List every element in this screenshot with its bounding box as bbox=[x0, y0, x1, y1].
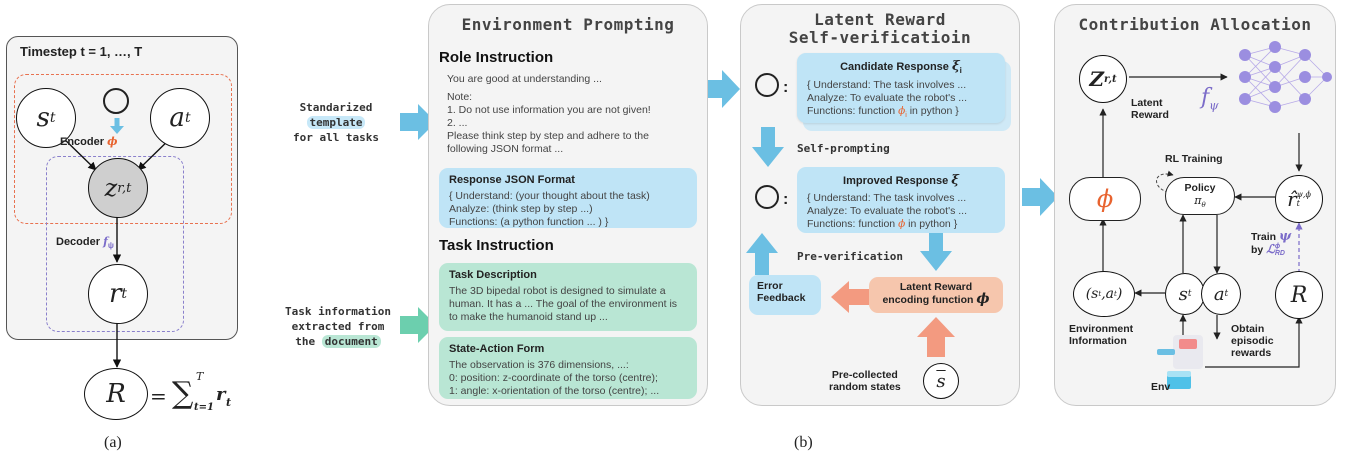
phi-node: ϕ bbox=[1069, 177, 1141, 221]
obtain-rewards-label: Obtain episodic rewards bbox=[1231, 323, 1274, 359]
role-note: Note: 1. Do not use information you are … bbox=[447, 91, 651, 155]
self-verification-panel: Latent Reward Self-verificatioin : Candi… bbox=[740, 4, 1020, 406]
pre-verification-arrows bbox=[746, 233, 955, 357]
improved-title: Improved Response ξ bbox=[843, 173, 959, 188]
state-action-title: State-Action Form bbox=[449, 343, 545, 355]
json-format-title: Response JSON Format bbox=[449, 174, 575, 186]
env-prompting-title: Environment Prompting bbox=[461, 15, 675, 34]
task-heading: Task Instruction bbox=[439, 237, 554, 254]
latent-reward-label: Latent Reward bbox=[1131, 97, 1169, 121]
error-feedback-box: Error Feedback bbox=[749, 275, 821, 315]
json-format-box: Response JSON Format { Understand: (your… bbox=[439, 168, 697, 228]
caption-b: (b) bbox=[794, 434, 813, 451]
decoder-region bbox=[46, 156, 184, 332]
colon-1: : bbox=[783, 79, 789, 96]
env-robot-icon bbox=[1157, 335, 1203, 389]
contribution-panel: Contribution Allocation bbox=[1054, 4, 1336, 406]
self-verification-title: Latent Reward Self-verificatioin bbox=[788, 10, 972, 47]
env-prompting-panel: Environment Prompting Role Instruction Y… bbox=[428, 4, 708, 406]
role-text: You are good at understanding ... bbox=[447, 73, 602, 85]
candidate-box: Candidate Response ξi { Understand: The … bbox=[797, 53, 1005, 123]
improved-box: Improved Response ξ { Understand: The ta… bbox=[797, 167, 1005, 233]
caption-a: (a) bbox=[104, 434, 122, 451]
gpt-icon-2 bbox=[755, 185, 779, 209]
f-psi-label: fψ bbox=[1201, 85, 1219, 113]
timestep-label: Timestep t = 1, …, T bbox=[20, 44, 143, 59]
task-description-title: Task Description bbox=[449, 269, 537, 281]
latent-encoding-box: Latent Reward encoding function ϕ bbox=[869, 277, 1003, 313]
env-label: Env bbox=[1151, 381, 1171, 393]
encoder-label: Encoder ϕ bbox=[60, 135, 118, 148]
state-action-text: The observation is 376 dimensions, ...: … bbox=[449, 359, 660, 397]
contribution-title: Contribution Allocation bbox=[1078, 15, 1312, 34]
pre-collected-label: Pre-collected random states bbox=[829, 369, 901, 393]
decoder-label: Decoder fψ bbox=[56, 235, 114, 251]
node-R: R bbox=[84, 368, 148, 420]
colon-2: : bbox=[783, 191, 789, 208]
standardized-label: Standarized template for all tasks bbox=[292, 101, 380, 144]
task-info-label: Task information extracted from the docu… bbox=[285, 305, 391, 348]
self-prompting-label: Self-prompting bbox=[797, 142, 890, 155]
rl-training-label: RL Training bbox=[1165, 153, 1223, 165]
s-bar-node: s bbox=[923, 363, 959, 399]
candidate-title: Candidate Response ξi bbox=[840, 59, 962, 76]
pre-verification-label: Pre-verification bbox=[797, 250, 903, 263]
sum-expression: = ∑ T t=1 r t bbox=[150, 370, 232, 413]
contribution-graph bbox=[1099, 41, 1332, 389]
role-heading: Role Instruction bbox=[439, 49, 554, 66]
R-node: R bbox=[1275, 271, 1323, 319]
nn-icon bbox=[1244, 46, 1328, 108]
encoder-region bbox=[14, 74, 232, 224]
state-action-box: State-Action Form The observation is 376… bbox=[439, 337, 697, 399]
task-description-text: The 3D bipedal robot is designed to simu… bbox=[449, 285, 678, 323]
gpt-icon bbox=[103, 88, 129, 114]
policy-node: Policy πθ bbox=[1165, 177, 1235, 215]
json-format-text: { Understand: (your thought about the ta… bbox=[449, 190, 650, 228]
env-info-label: Environment Information bbox=[1069, 323, 1134, 347]
self-prompt-arrow bbox=[752, 127, 784, 167]
gpt-icon-1 bbox=[755, 73, 779, 97]
task-description-box: Task Description The 3D bipedal robot is… bbox=[439, 263, 697, 331]
